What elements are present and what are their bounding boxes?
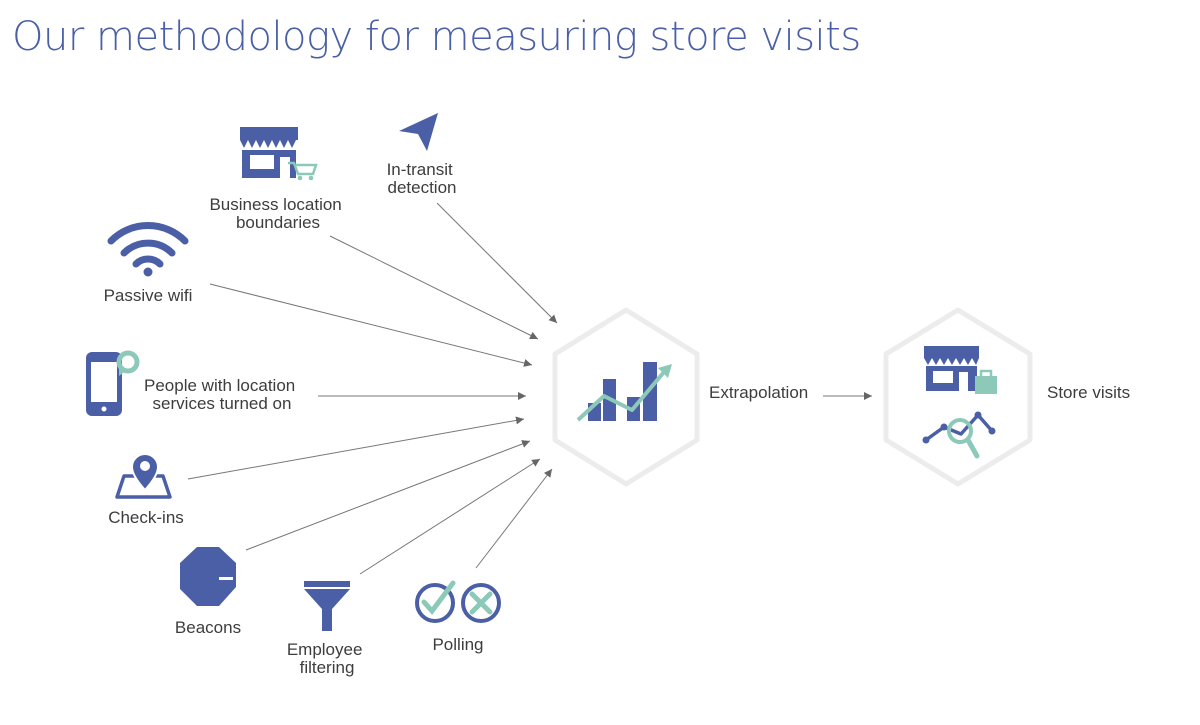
label-line: In-transit bbox=[387, 160, 453, 179]
label-line: detection bbox=[388, 178, 457, 197]
label-line: People with location bbox=[144, 376, 295, 395]
storefront-cart-icon bbox=[240, 127, 318, 181]
arrow-business-location bbox=[329, 235, 539, 340]
page-title: Our methodology for measuring store visi… bbox=[12, 14, 861, 60]
input-arrows bbox=[187, 202, 872, 575]
label-line: Business location bbox=[209, 195, 341, 214]
store-visits-hexagon bbox=[883, 307, 1033, 487]
arrow-polling bbox=[475, 468, 553, 569]
arrow-beacons bbox=[245, 440, 531, 551]
store-analytics-icon bbox=[922, 346, 997, 459]
label-line: Passive wifi bbox=[104, 286, 193, 305]
rising-bar-chart-icon bbox=[576, 362, 672, 422]
label-line: Beacons bbox=[175, 618, 241, 637]
arrow-check-ins bbox=[187, 416, 525, 480]
wifi-icon bbox=[107, 222, 189, 277]
label-line: Check-ins bbox=[108, 508, 184, 527]
label-line: services turned on bbox=[153, 394, 292, 413]
label-line: Polling bbox=[432, 635, 483, 654]
map-pin-icon bbox=[115, 453, 172, 499]
label-business-location-boundaries: Business location boundaries bbox=[209, 195, 346, 232]
label-employee-filtering: Employee filtering bbox=[287, 640, 367, 677]
arrow-passive-wifi bbox=[209, 283, 533, 367]
label-polling: Polling bbox=[432, 635, 483, 654]
label-people-with-location-services: People with location services turned on bbox=[144, 376, 300, 413]
label-line: Employee bbox=[287, 640, 363, 659]
funnel-icon bbox=[304, 581, 350, 631]
arrow-in-transit bbox=[436, 202, 558, 324]
beacon-icon bbox=[180, 547, 236, 606]
label-check-ins: Check-ins bbox=[108, 508, 184, 527]
label-store-visits: Store visits bbox=[1047, 383, 1130, 402]
check-cross-circles-icon bbox=[415, 580, 501, 623]
navigation-arrow-icon bbox=[399, 113, 438, 151]
label-in-transit-detection: In-transit detection bbox=[387, 160, 458, 197]
extrapolation-hexagon bbox=[552, 307, 700, 487]
arrow-employee-filtering bbox=[359, 458, 541, 575]
label-line: filtering bbox=[300, 658, 355, 677]
label-passive-wifi: Passive wifi bbox=[104, 286, 193, 305]
label-line: boundaries bbox=[236, 213, 320, 232]
label-beacons: Beacons bbox=[175, 618, 241, 637]
phone-location-icon bbox=[86, 350, 140, 416]
label-extrapolation: Extrapolation bbox=[709, 383, 808, 402]
